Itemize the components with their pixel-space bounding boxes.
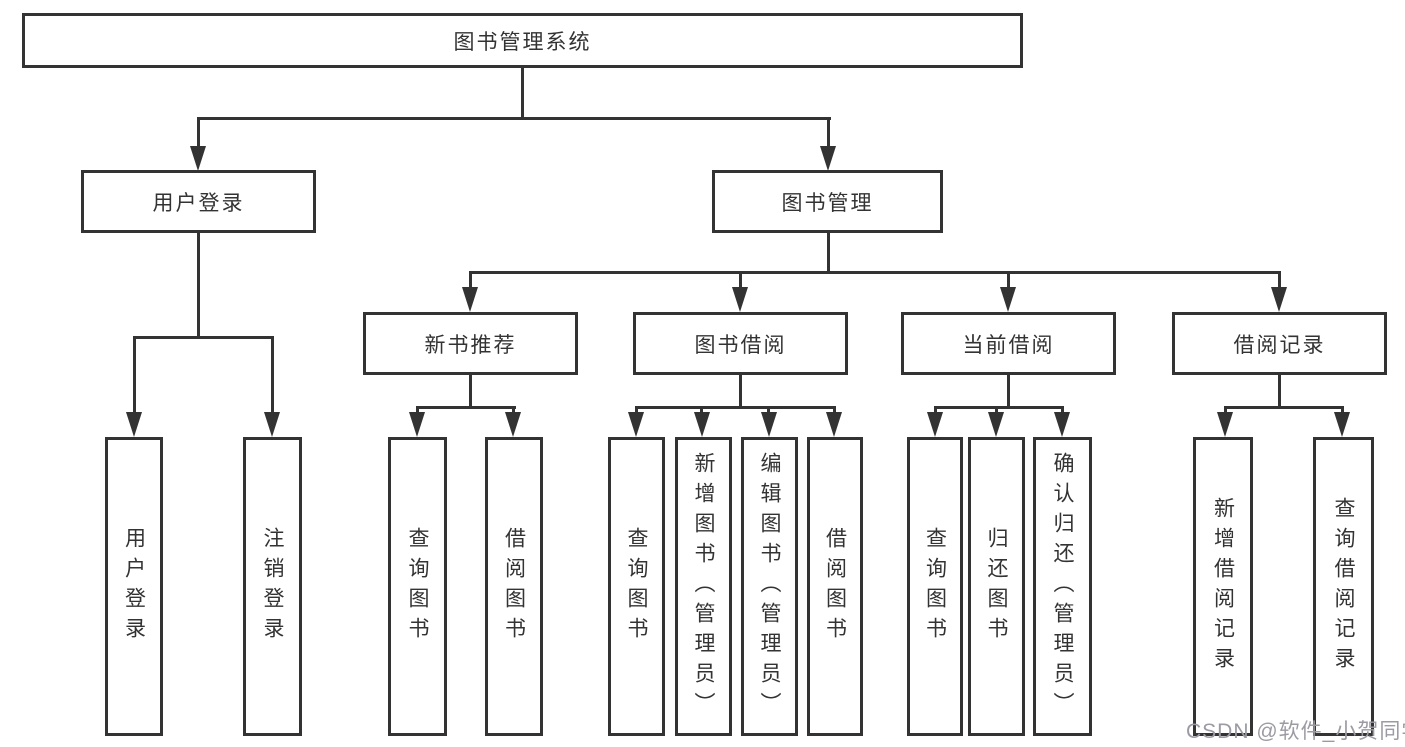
leaf-query-books-borrow: 查询图书 (608, 437, 665, 736)
down-arrowhead (1334, 412, 1350, 437)
connector-leaf-stem (833, 406, 836, 414)
leaf-query-borrow-record-label: 查询借阅记录 (1332, 496, 1355, 677)
leaf-confirm-return-admin: 确认归还（管理员） (1033, 437, 1092, 736)
node-system-root: 图书管理系统 (22, 13, 1023, 68)
connector-borrow-stem (739, 271, 742, 289)
connector-borrow-down (739, 375, 742, 406)
csdn-watermark: CSDN @软件_小贺同学 (1186, 720, 1405, 743)
connector-current-down (1007, 375, 1010, 406)
connector-book-mgmt-down (827, 233, 830, 271)
connector-leaf-stem (767, 406, 770, 414)
node-user-login: 用户登录 (81, 170, 316, 233)
leaf-logout-label: 注销登录 (261, 526, 284, 647)
connector-book-mgmt-branch (469, 271, 1281, 274)
leaf-query-books-recommend-label: 查询图书 (406, 526, 429, 647)
connector-leaf-stem (934, 406, 937, 414)
connector-new-book-stem (469, 271, 472, 289)
leaf-query-books-current-label: 查询图书 (923, 526, 947, 647)
down-arrowhead (927, 412, 943, 437)
connector-records-down (1278, 375, 1281, 406)
connector-root-branch (197, 117, 831, 120)
connector-leaf-stem (1341, 406, 1344, 414)
down-arrowhead (1054, 412, 1070, 437)
connector-leaf-stem (995, 406, 998, 414)
leaf-query-books-recommend: 查询图书 (388, 437, 447, 736)
connector-user-login-down (197, 233, 200, 336)
connector-current-stem (1007, 271, 1010, 289)
node-borrow-records: 借阅记录 (1172, 312, 1387, 375)
connector-root-stem (521, 68, 524, 118)
down-arrowhead (820, 146, 836, 171)
down-arrowhead (761, 412, 777, 437)
down-arrowhead (409, 412, 425, 437)
down-arrowhead (628, 412, 644, 437)
leaf-user-login: 用户登录 (105, 437, 163, 736)
connector-leaf-stem (700, 406, 703, 414)
connector-new-book-branch (417, 406, 516, 409)
node-book-borrow: 图书借阅 (633, 312, 848, 375)
leaf-borrow-books-recommend-label: 借阅图书 (502, 526, 526, 647)
node-user-login-label: 用户登录 (152, 191, 245, 215)
leaf-edit-books-admin: 编辑图书（管理员） (741, 437, 798, 736)
down-arrowhead (462, 287, 478, 312)
leaf-query-borrow-record: 查询借阅记录 (1313, 437, 1374, 736)
node-current-borrow-label: 当前借阅 (962, 333, 1055, 357)
connector-leaf-stem (133, 336, 136, 413)
down-arrowhead (988, 412, 1004, 437)
connector-leaf-stem (416, 406, 419, 414)
leaf-add-borrow-record: 新增借阅记录 (1193, 437, 1253, 736)
leaf-borrow-books: 借阅图书 (807, 437, 863, 736)
connector-records-branch (1224, 406, 1344, 409)
down-arrowhead (190, 146, 206, 171)
leaf-confirm-return-admin-label: 确认归还（管理员） (1051, 451, 1074, 722)
down-arrowhead (1271, 287, 1287, 312)
leaf-borrow-books-recommend: 借阅图书 (485, 437, 543, 736)
connector-user-login-stem (197, 117, 200, 149)
connector-leaf-stem (1224, 406, 1227, 414)
node-book-borrow-label: 图书借阅 (694, 333, 787, 357)
node-system-root-label: 图书管理系统 (453, 30, 592, 54)
node-new-book-recommend-label: 新书推荐 (424, 333, 517, 357)
node-new-book-recommend: 新书推荐 (363, 312, 578, 375)
leaf-add-books-admin: 新增图书（管理员） (675, 437, 732, 736)
leaf-query-books-borrow-label: 查询图书 (625, 526, 648, 647)
connector-leaf-stem (512, 406, 515, 414)
leaf-borrow-books-label: 借阅图书 (823, 526, 847, 647)
leaf-query-books-current: 查询图书 (907, 437, 963, 736)
connector-leaf-stem (1061, 406, 1064, 414)
connector-user-login-branch (133, 336, 274, 339)
node-current-borrow: 当前借阅 (901, 312, 1116, 375)
leaf-add-borrow-record-label: 新增借阅记录 (1211, 496, 1235, 677)
leaf-edit-books-admin-label: 编辑图书（管理员） (758, 451, 781, 722)
node-book-management-label: 图书管理 (781, 191, 874, 215)
connector-leaf-stem (635, 406, 638, 414)
leaf-logout: 注销登录 (243, 437, 302, 736)
leaf-add-books-admin-label: 新增图书（管理员） (692, 451, 715, 722)
connector-records-stem (1278, 271, 1281, 289)
node-book-management: 图书管理 (712, 170, 943, 233)
down-arrowhead (1217, 412, 1233, 437)
down-arrowhead (126, 412, 142, 437)
node-borrow-records-label: 借阅记录 (1233, 333, 1326, 357)
down-arrowhead (264, 412, 280, 437)
connector-leaf-stem (271, 336, 274, 413)
down-arrowhead (732, 287, 748, 312)
leaf-user-login-label: 用户登录 (122, 526, 146, 647)
down-arrowhead (826, 412, 842, 437)
leaf-return-books: 归还图书 (968, 437, 1025, 736)
down-arrowhead (1000, 287, 1016, 312)
leaf-return-books-label: 归还图书 (985, 526, 1008, 647)
down-arrowhead (505, 412, 521, 437)
connector-current-branch (934, 406, 1064, 409)
down-arrowhead (694, 412, 710, 437)
connector-borrow-branch (635, 406, 836, 409)
connector-book-mgmt-stem (827, 117, 830, 149)
connector-new-book-down (469, 375, 472, 406)
